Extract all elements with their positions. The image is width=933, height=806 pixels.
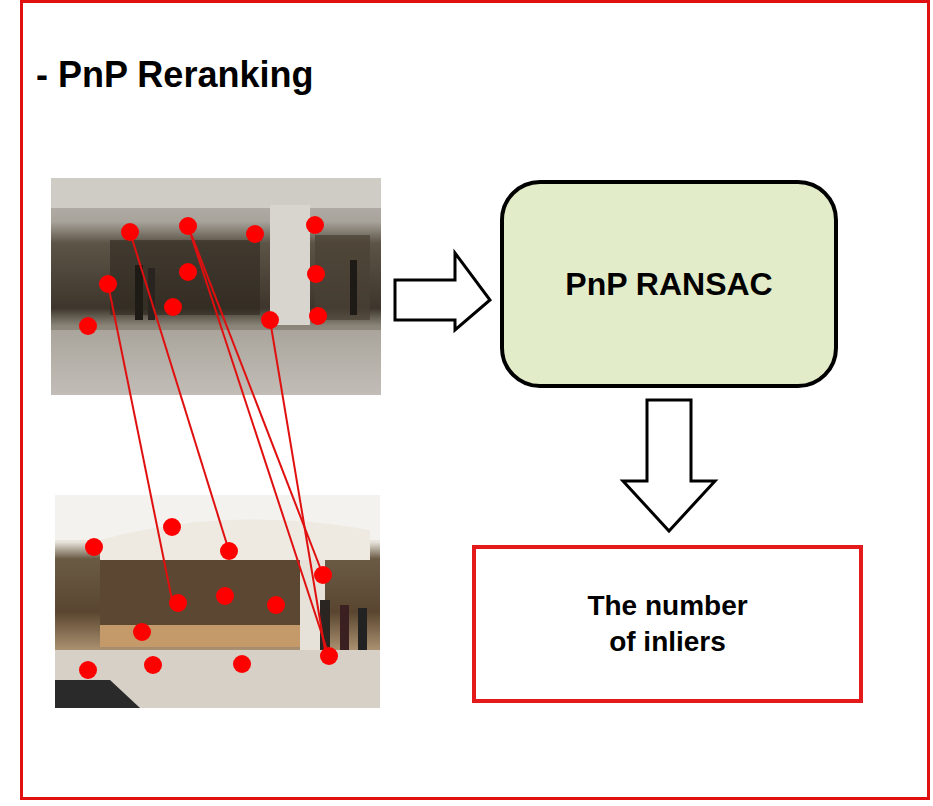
title: - PnP Reranking [36,54,313,96]
block-arrow [623,400,715,531]
process-box: PnP RANSAC [500,180,838,388]
result-box: The number of inliers [472,545,863,703]
box-text: PnP RANSAC [565,266,772,303]
box-text: The number of inliers [578,588,758,661]
